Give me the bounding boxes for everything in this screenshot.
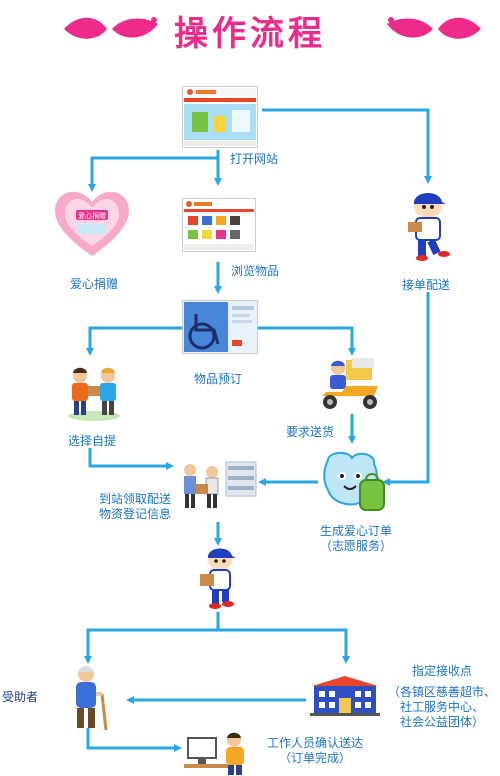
- step-confirm: 工作人员确认送达 （订单完成）: [250, 736, 380, 766]
- product-list-image: [182, 198, 256, 252]
- step-reserve: 物品预订: [194, 372, 243, 386]
- courier-icon: [408, 193, 450, 261]
- staff-confirm-icon: [184, 732, 244, 775]
- courier-delivery-icon: [200, 548, 236, 609]
- heart-badge-text: 爱心捐赠: [78, 211, 106, 220]
- left-ornament-icon: [64, 17, 158, 39]
- step-recipient: 受助者: [2, 690, 39, 704]
- step-create-order: 生成爱心订单 （志愿服务）: [306, 524, 406, 554]
- step-self-pickup: 选择自提: [68, 434, 117, 448]
- designated-point-line2: （各镇区慈善超市、: [387, 685, 496, 699]
- step-accept-delivery: 接单配送: [402, 278, 451, 292]
- elderly-recipient-icon: [76, 666, 108, 731]
- designated-point-line3: 社工服务中心、: [399, 700, 484, 714]
- step-love-donate: 爱心捐赠: [70, 277, 119, 291]
- create-order-line2: （志愿服务）: [319, 539, 392, 553]
- create-order-line1: 生成爱心订单: [319, 524, 392, 538]
- confirm-line2: （订单完成）: [278, 751, 351, 765]
- receiving-point-building-icon: [310, 676, 380, 716]
- page-title: 操作流程: [174, 14, 326, 54]
- right-ornament-icon: [387, 17, 481, 39]
- designated-point-line1: 指定接收点: [411, 664, 472, 678]
- self-pickup-image: [68, 367, 120, 421]
- confirm-line1: 工作人员确认送达: [266, 736, 363, 750]
- step-request-delivery: 要求送货: [286, 425, 335, 439]
- delivery-scooter-image: [322, 358, 378, 409]
- station-pickup-line2: 物资登记信息: [98, 507, 171, 521]
- website-screenshot-image: [182, 86, 258, 148]
- station-pickup-line1: 到站领取配送: [98, 492, 171, 506]
- heart-donation-image: 爱心捐赠: [55, 191, 129, 256]
- step-designated-point: 指定接收点 （各镇区慈善超市、 社工服务中心、 社会公益团体）: [384, 664, 500, 730]
- step-station-pickup: 到站领取配送 物资登记信息: [80, 492, 190, 522]
- volunteer-mascot-image: [323, 452, 385, 511]
- station-pickup-image: [176, 458, 258, 514]
- step-open-site: 打开网站: [230, 152, 279, 166]
- step-browse: 浏览物品: [231, 264, 280, 278]
- wheelchair-product-image: [182, 300, 258, 354]
- designated-point-line4: 社会公益团体）: [399, 715, 484, 729]
